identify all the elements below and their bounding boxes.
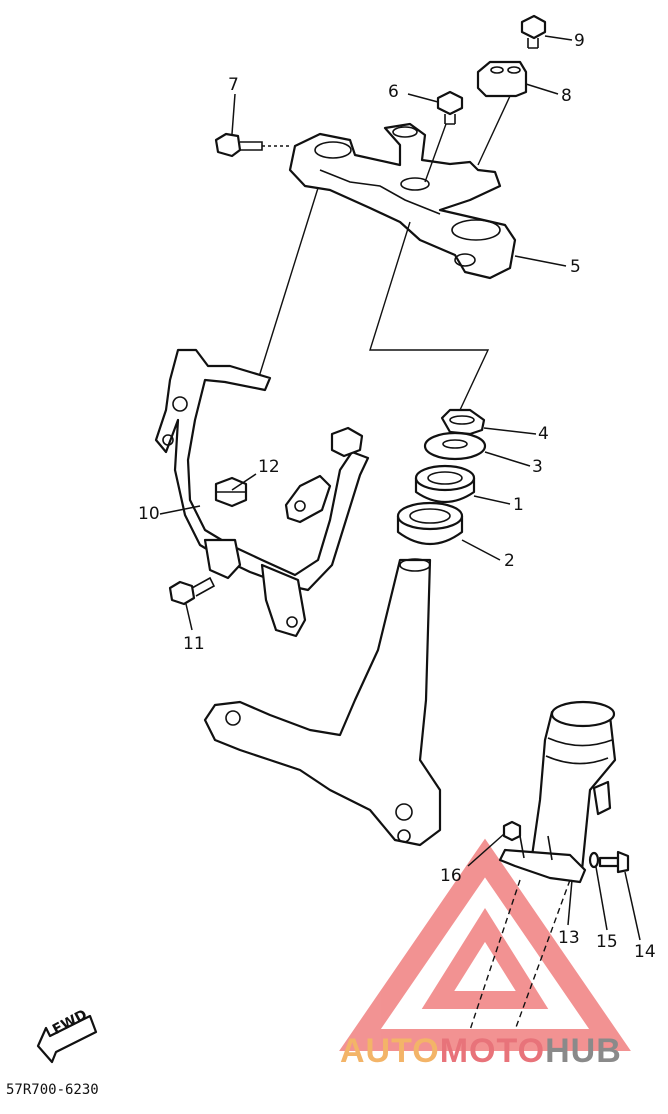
bolt-9 [520, 14, 547, 49]
callout-9: 9 [574, 31, 585, 51]
callout-10: 10 [138, 504, 160, 524]
hose-guide-13 [498, 835, 587, 884]
upper-bracket-5 [288, 122, 517, 280]
watermark-hub: HUB [545, 1032, 622, 1070]
leader-lines [159, 35, 641, 941]
callout-15: 15 [596, 932, 618, 952]
callout-2: 2 [504, 551, 515, 571]
callout-5: 5 [570, 257, 581, 277]
bearing-cover-3 [423, 431, 487, 461]
fwd-arrow-icon [36, 1014, 98, 1064]
guide-line-center [369, 221, 490, 411]
grommet-12 [214, 476, 248, 508]
callout-14: 14 [634, 942, 656, 962]
callout-12: 12 [258, 457, 280, 477]
callout-6: 6 [388, 82, 399, 102]
handlebar-clamp-8 [476, 60, 528, 98]
guide-line-bolt6 [424, 123, 447, 183]
bearing-1 [414, 464, 476, 503]
watermark-logo: AUTOMOTOHUB [340, 1032, 622, 1071]
callout-1: 1 [513, 495, 524, 515]
watermark-moto: MOTO [439, 1032, 546, 1070]
callout-8: 8 [561, 86, 572, 106]
steering-stem [203, 558, 442, 847]
guide-line-left [257, 187, 319, 381]
headlight-bracket-10 [154, 348, 370, 638]
diagram-code: 57R700-6230 [6, 1082, 99, 1098]
ring-nut-4 [440, 408, 486, 436]
callout-16: 16 [440, 866, 462, 886]
screw-14 [598, 850, 630, 874]
bolt-6 [436, 90, 464, 125]
watermark-auto: AUTO [340, 1032, 440, 1070]
bearing-2 [396, 501, 464, 545]
guide-line-clamp [477, 95, 511, 166]
callout-13: 13 [558, 928, 580, 948]
washer-15 [588, 851, 600, 869]
bolt-7 [214, 132, 290, 158]
nut-16 [502, 820, 522, 842]
bolt-11 [168, 576, 216, 606]
callout-11: 11 [183, 634, 205, 654]
watermark-triangle [339, 838, 631, 1051]
front-fork [469, 700, 617, 1031]
callout-3: 3 [532, 457, 543, 477]
callout-4: 4 [538, 424, 549, 444]
callout-7: 7 [228, 75, 239, 95]
